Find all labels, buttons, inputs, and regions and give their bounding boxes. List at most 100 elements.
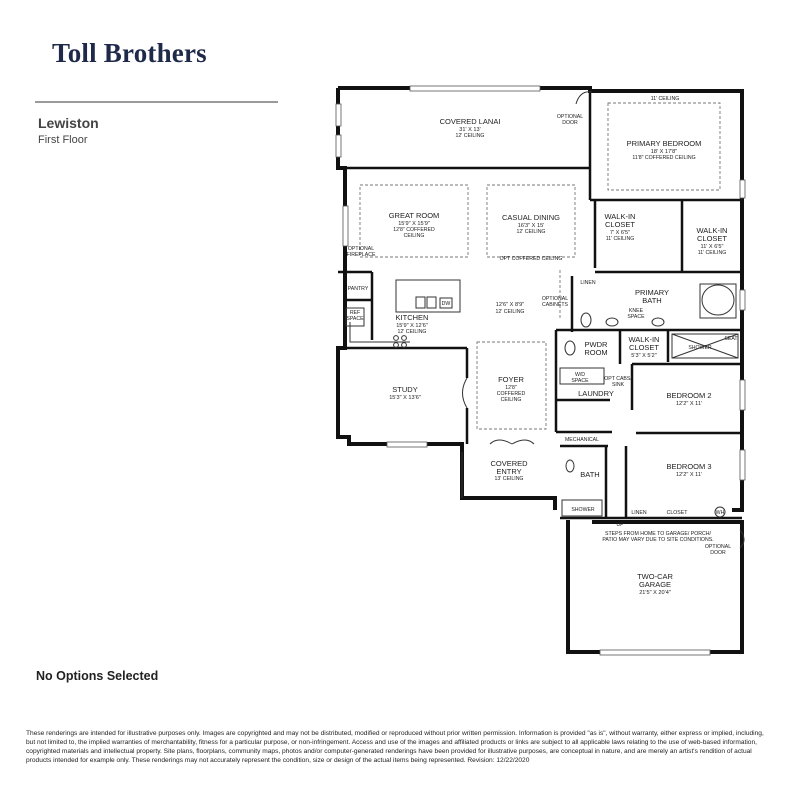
model-name: Lewiston bbox=[38, 115, 99, 131]
window bbox=[739, 379, 746, 411]
casual-dining-opt: OPT COFFERED CEILING bbox=[500, 256, 563, 262]
window bbox=[342, 205, 349, 247]
shower-top-box bbox=[671, 333, 739, 359]
header-divider bbox=[35, 101, 278, 103]
window bbox=[739, 289, 746, 311]
primary-bedroom-label: PRIMARY BEDROOM bbox=[627, 139, 702, 148]
great-room-ceiling: 12'8" COFFERED bbox=[393, 227, 435, 233]
great-room-ceiling: CEILING bbox=[404, 233, 425, 239]
wd-space-label: SPACE bbox=[571, 378, 589, 384]
walkin-closet-2-dims: 11' X 6'5" bbox=[701, 244, 724, 250]
sink-right bbox=[426, 296, 437, 309]
garage-optional-door bbox=[739, 529, 745, 549]
bedroom2-label: BEDROOM 2 bbox=[666, 391, 711, 400]
garage-label: GARAGE bbox=[639, 580, 671, 589]
walkin-closet-1-label: CLOSET bbox=[605, 220, 635, 229]
covered-entry-ceiling: 13' CEILING bbox=[495, 476, 524, 482]
study-dims: 15'3" X 13'6" bbox=[389, 395, 421, 401]
ref-space-box bbox=[345, 307, 365, 327]
walkin-closet-2-label: WALK-IN bbox=[697, 226, 728, 235]
disclaimer: These renderings are intended for illust… bbox=[26, 730, 764, 764]
ref-space-label: REF bbox=[350, 310, 360, 316]
linen-top-label: LINEN bbox=[580, 280, 596, 286]
center-dims: 12'6" X 8'9" bbox=[496, 302, 525, 308]
seat-label: SEAT bbox=[724, 336, 738, 342]
pwdr-toilet bbox=[564, 340, 576, 356]
opt-cabs-label: SINK bbox=[612, 382, 625, 388]
casual-dining-ceiling: 12' CEILING bbox=[517, 229, 546, 235]
burner bbox=[393, 335, 399, 341]
sink-left bbox=[415, 296, 426, 309]
covered-lanai-label: COVERED LANAI bbox=[440, 117, 501, 126]
steps-note: PATIO MAY VARY DUE TO SITE CONDITIONS. bbox=[602, 537, 713, 543]
walkin-closet-3-label: WALK-IN bbox=[629, 335, 660, 344]
dishwasher bbox=[439, 297, 453, 309]
knee-space-label: KNEE bbox=[629, 308, 644, 314]
study-door bbox=[462, 377, 468, 409]
floor-name: First Floor bbox=[38, 134, 88, 146]
primary-bath-label: PRIMARY bbox=[635, 288, 669, 297]
kitchen-counter bbox=[349, 322, 410, 343]
bedroom3-label: BEDROOM 3 bbox=[666, 462, 711, 471]
walkin-closet-2-ceiling: 11' CEILING bbox=[698, 250, 727, 256]
entry-door bbox=[489, 439, 513, 445]
knee-space-label: SPACE bbox=[627, 314, 645, 320]
optional-fireplace-note: OPTIONAL bbox=[348, 246, 374, 252]
burner bbox=[401, 342, 407, 348]
steps-note: STEPS FROM HOME TO GARAGE/ PORCH/ bbox=[605, 531, 711, 537]
bath-shower-box bbox=[561, 499, 603, 517]
bathtub bbox=[701, 284, 735, 316]
primary-bedroom-ceiling: 11'8" COFFERED CEILING bbox=[632, 155, 695, 161]
optional-door-note: OPTIONAL bbox=[557, 114, 583, 120]
laundry-label: LAUNDRY bbox=[578, 389, 614, 398]
garage-label: TWO-CAR bbox=[637, 572, 673, 581]
brand-logo: Toll Brothers bbox=[52, 38, 207, 68]
tub-surround bbox=[699, 283, 737, 319]
lanai-opening bbox=[409, 85, 541, 92]
garage-optional-door-note: DOOR bbox=[710, 550, 726, 556]
walkin-closet-1-dims: 7' X 6'5" bbox=[610, 230, 630, 236]
covered-entry-label: COVERED bbox=[490, 459, 528, 468]
linen-bottom-label: LINEN bbox=[631, 510, 647, 516]
bath-shower-label: SHOWER bbox=[571, 507, 595, 513]
exterior-wall bbox=[338, 86, 744, 512]
optional-cabinets-note: CABINETS bbox=[542, 302, 568, 308]
walkin-closet-3-label: CLOSET bbox=[629, 343, 659, 352]
sink-bath-2 bbox=[651, 317, 665, 327]
window bbox=[739, 179, 746, 199]
window bbox=[335, 103, 342, 127]
covered-lanai-ceiling: 12' CEILING bbox=[456, 133, 485, 139]
sink-bath bbox=[605, 317, 619, 327]
shower-top-label: SHOWER bbox=[688, 345, 712, 351]
wd-space-label: W/D bbox=[575, 372, 585, 378]
shower-diag bbox=[671, 333, 739, 359]
dw-label: DW bbox=[442, 301, 451, 307]
pwdr-label: ROOM bbox=[584, 348, 607, 357]
wd-box bbox=[559, 367, 605, 385]
entry-door bbox=[511, 439, 535, 445]
optional-cabinets-note: OPTIONAL bbox=[542, 296, 568, 302]
kitchen-dims: 15'9" X 12'6" bbox=[396, 323, 428, 329]
covered-entry-label: ENTRY bbox=[496, 467, 521, 476]
garage-door bbox=[599, 649, 711, 656]
coffered-foyer bbox=[476, 341, 547, 430]
bath-label: BATH bbox=[580, 470, 599, 479]
casual-dining-label: CASUAL DINING bbox=[502, 213, 560, 222]
wh-label: WH bbox=[716, 510, 725, 516]
burner bbox=[393, 342, 399, 348]
optional-door-arc bbox=[575, 91, 593, 105]
water-heater bbox=[714, 506, 726, 518]
walkin-closet-1-label: WALK-IN bbox=[605, 212, 636, 221]
window bbox=[739, 449, 746, 481]
kitchen-island bbox=[395, 279, 461, 313]
great-room-dims: 15'9" X 15'9" bbox=[398, 221, 430, 227]
foyer-ceiling: CEILING bbox=[501, 397, 522, 403]
foyer-label: FOYER bbox=[498, 375, 524, 384]
optional-door-note: DOOR bbox=[562, 120, 578, 126]
garage-dims: 21'5" X 20'4" bbox=[639, 590, 671, 596]
foyer-ceiling: COFFERED bbox=[497, 391, 526, 397]
bath-toilet bbox=[565, 459, 575, 473]
closet-label: CLOSET bbox=[667, 510, 689, 516]
ref-space-label: SPACE bbox=[346, 316, 364, 322]
